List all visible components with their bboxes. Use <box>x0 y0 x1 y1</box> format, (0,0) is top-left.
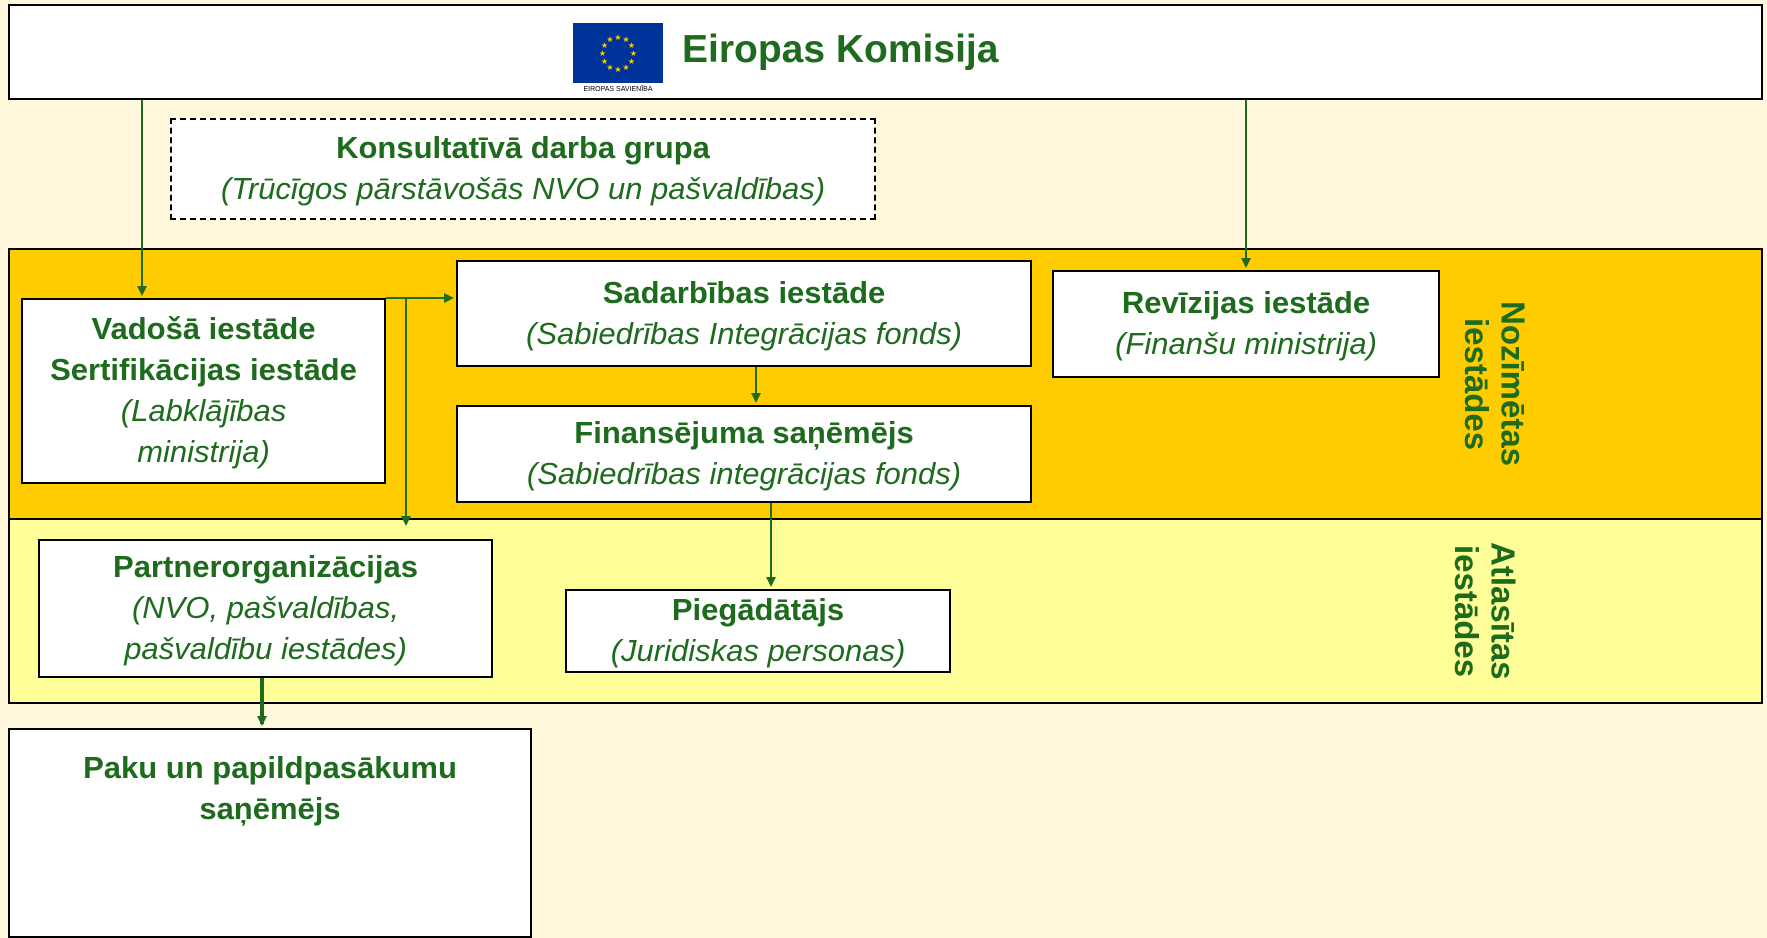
supplier-subtitle: (Juridiskas personas) <box>610 633 906 668</box>
european-commission-title: Eiropas Komisija <box>682 28 999 71</box>
audit-authority-title: Revīzijas iestāde <box>1121 285 1371 321</box>
svg-text:★: ★ <box>622 63 629 72</box>
eu-flag-caption: EIROPAS SAVIENĪBA <box>583 86 653 93</box>
managing-authority-subtitle: (Labklājības ministrija) <box>120 393 287 469</box>
selected-authorities-label: Atlasītas iestādes <box>1448 542 1522 680</box>
eu-flag-icon: ★★★ ★★★ ★★★ ★★★ <box>573 23 663 83</box>
svg-text:★: ★ <box>614 33 621 42</box>
european-commission-box <box>8 4 1763 100</box>
advisory-group-title: Konsultatīvā darba grupa <box>336 130 710 166</box>
managing-authority-box: Vadošā iestāde Sertifikācijas iestāde (L… <box>21 298 386 484</box>
partner-organisations-title: Partnerorganizācijas <box>113 549 418 585</box>
svg-text:★: ★ <box>622 35 629 44</box>
svg-text:★: ★ <box>606 63 613 72</box>
supplier-title: Piegādātājs <box>671 592 845 628</box>
package-recipient-box: Paku un papildpasākumu saņēmējs <box>8 728 532 938</box>
partner-organisations-box: Partnerorganizācijas (NVO, pašvaldības, … <box>38 539 493 678</box>
certifying-authority-title: Sertifikācijas iestāde <box>50 352 357 388</box>
audit-authority-subtitle: (Finanšu ministrija) <box>1115 326 1377 361</box>
svg-text:★: ★ <box>628 41 635 50</box>
eu-stars-icon: ★★★ ★★★ ★★★ ★★★ <box>599 33 637 74</box>
designated-authorities-label: Nozīmētas iestādes <box>1458 301 1532 467</box>
funding-beneficiary-title: Finansējuma saņēmējs <box>574 415 914 451</box>
intermediate-body-title: Sadarbības iestāde <box>602 274 886 310</box>
advisory-working-group-box: Konsultatīvā darba grupa (Trūcīgos pārst… <box>170 118 876 220</box>
intermediate-body-subtitle: (Sabiedrības Integrācijas fonds) <box>526 315 962 351</box>
managing-authority-title: Vadošā iestāde <box>91 311 316 347</box>
partner-organisations-subtitle: (NVO, pašvaldības, pašvaldību iestādes) <box>124 590 407 666</box>
svg-text:★: ★ <box>628 57 635 66</box>
intermediate-body-box: Sadarbības iestāde (Sabiedrības Integrāc… <box>456 260 1032 367</box>
package-recipient-title: Paku un papildpasākumu saņēmējs <box>83 750 457 826</box>
svg-text:★: ★ <box>630 49 637 58</box>
svg-text:★: ★ <box>601 57 608 66</box>
svg-text:★: ★ <box>601 41 608 50</box>
svg-text:★: ★ <box>606 35 613 44</box>
svg-text:★: ★ <box>599 49 606 58</box>
audit-authority-box: Revīzijas iestāde (Finanšu ministrija) <box>1052 270 1440 378</box>
advisory-group-subtitle: (Trūcīgos pārstāvošās NVO un pašvaldības… <box>220 171 826 206</box>
supplier-box: Piegādātājs (Juridiskas personas) <box>565 589 951 673</box>
funding-beneficiary-box: Finansējuma saņēmējs (Sabiedrības integr… <box>456 405 1032 503</box>
funding-beneficiary-subtitle: (Sabiedrības integrācijas fonds) <box>526 456 962 491</box>
svg-text:★: ★ <box>614 65 621 74</box>
